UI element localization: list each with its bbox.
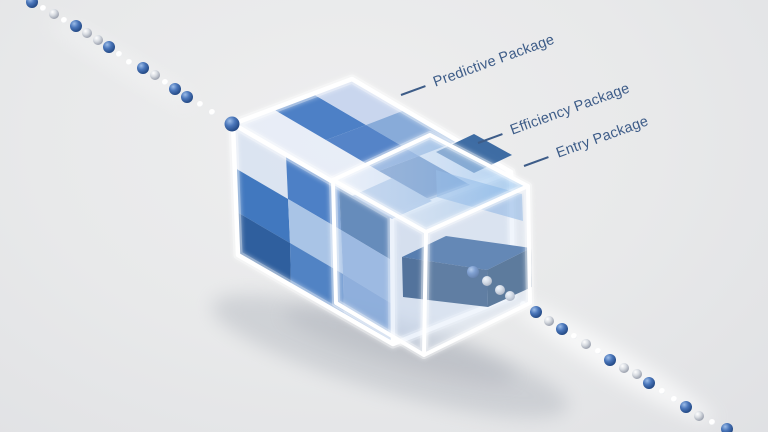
chain-ball-silver xyxy=(619,363,629,373)
chain-ball-blue xyxy=(26,0,38,8)
chain-ball-blue xyxy=(70,20,82,32)
ball-chain-bottom-segment xyxy=(530,306,733,432)
chain-ball-blue xyxy=(224,116,240,132)
chain-ball-silver xyxy=(82,28,92,38)
chain-ball-silver xyxy=(632,369,642,379)
chain-ball-silver xyxy=(495,285,505,295)
chain-dot-white xyxy=(595,348,601,354)
chain-ball-blue xyxy=(680,401,692,413)
chain-ball-blue xyxy=(181,91,193,103)
label-leader-line xyxy=(400,85,426,96)
chain-ball-blue xyxy=(643,377,655,389)
chain-ball-blue xyxy=(530,306,542,318)
chain-ball-blue xyxy=(103,41,115,53)
ball-chain-inside-drawer xyxy=(467,266,526,307)
chain-ball-blue xyxy=(721,423,733,432)
chain-ball-silver xyxy=(150,70,160,80)
label-leader-line xyxy=(523,156,549,167)
chain-dot-white xyxy=(709,419,715,425)
chain-ball-silver xyxy=(482,276,492,286)
chain-ball-silver xyxy=(544,316,554,326)
chain-ball-silver xyxy=(93,35,103,45)
chain-ball-silver xyxy=(694,411,704,421)
chain-ball-silver xyxy=(581,339,591,349)
label-leader-line xyxy=(477,133,503,144)
chain-dot-white xyxy=(571,333,577,339)
chain-ball-blue xyxy=(169,83,181,95)
chain-ball-blue xyxy=(137,62,149,74)
ball-chain-top-segment xyxy=(26,0,240,132)
chain-ball-silver xyxy=(505,291,515,301)
efficiency-package-box xyxy=(329,131,534,359)
chain-dot-white xyxy=(209,109,215,115)
chain-dot-white xyxy=(162,79,168,85)
chain-ball-blue xyxy=(467,266,479,278)
chain-ball-blue xyxy=(556,323,568,335)
chain-ball-silver xyxy=(49,9,59,19)
chain-dot-white xyxy=(40,5,46,11)
chain-dot-white xyxy=(61,17,67,23)
chain-dot-white xyxy=(659,388,665,394)
chain-dot-white xyxy=(197,101,203,107)
chain-ball-blue xyxy=(604,354,616,366)
chain-dot-white xyxy=(126,59,132,65)
chain-dot-white xyxy=(116,51,122,57)
chain-dot-white xyxy=(671,396,677,402)
